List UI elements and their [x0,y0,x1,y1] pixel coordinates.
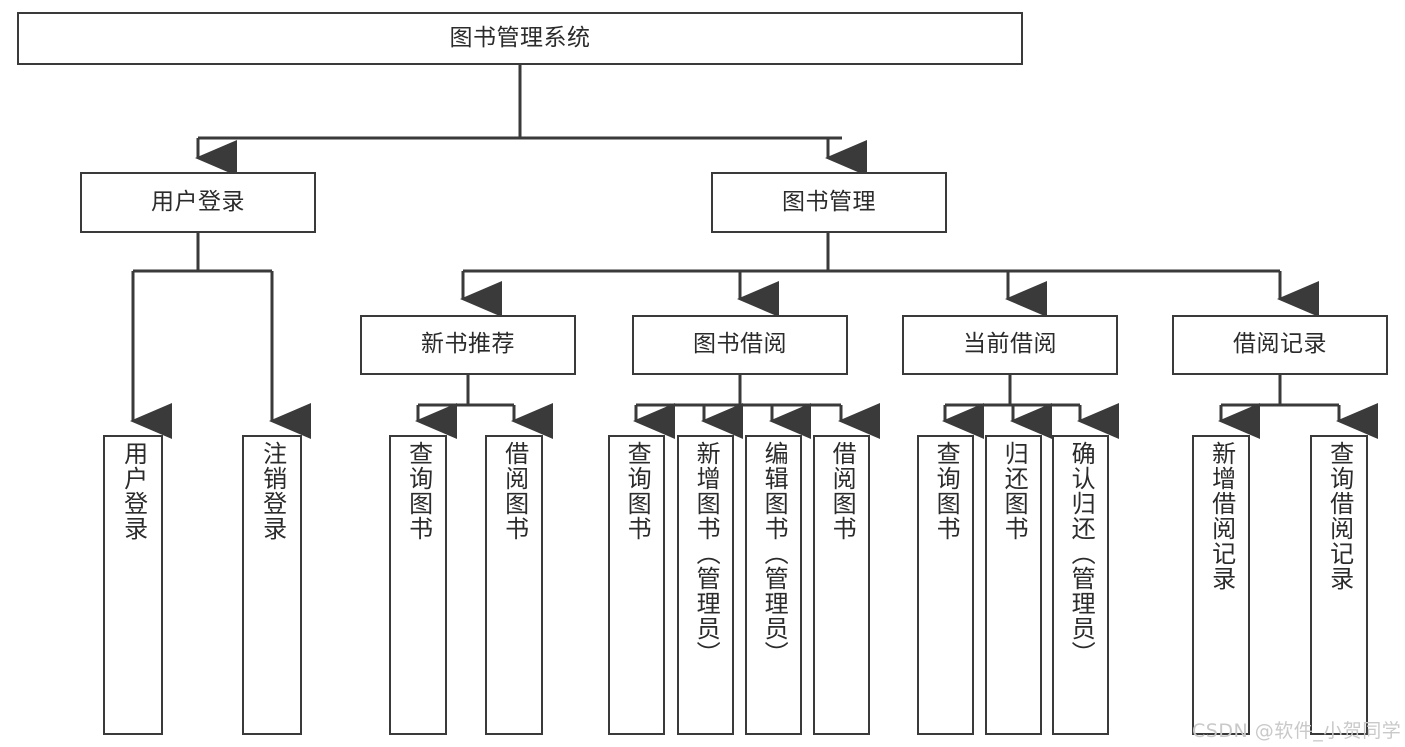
node-leaf-borrow-book-1[interactable]: 借阅图书 [485,435,543,735]
node-borrow-record-label: 借阅记录 [1233,331,1327,358]
watermark-csdn: CSDN @软件_小贺同学 [1192,720,1402,742]
node-leaf-edit-book-label: 编辑图书（管理员） [760,441,789,666]
node-leaf-return-book-label: 归还图书 [1000,441,1029,541]
node-book-borrow[interactable]: 图书借阅 [632,315,848,375]
node-leaf-query-book-3-label: 查询图书 [932,441,961,541]
node-leaf-query-book-1[interactable]: 查询图书 [389,435,447,735]
node-leaf-query-record[interactable]: 查询借阅记录 [1310,435,1368,735]
node-leaf-edit-book[interactable]: 编辑图书（管理员） [745,435,802,735]
node-leaf-add-book-label: 新增图书（管理员） [692,441,721,666]
node-user-login[interactable]: 用户登录 [80,172,316,233]
node-current-borrow[interactable]: 当前借阅 [902,315,1118,375]
node-book-borrow-label: 图书借阅 [693,331,787,358]
node-leaf-logout-label: 注销登录 [258,441,287,541]
node-root[interactable]: 图书管理系统 [17,12,1023,65]
node-leaf-return-book[interactable]: 归还图书 [985,435,1042,735]
node-leaf-logout[interactable]: 注销登录 [242,435,302,735]
node-user-login-label: 用户登录 [151,188,245,215]
node-leaf-confirm-return-label: 确认归还（管理员） [1067,441,1096,666]
node-leaf-query-record-label: 查询借阅记录 [1325,441,1354,591]
node-new-book-recommend[interactable]: 新书推荐 [360,315,576,375]
node-book-management-label: 图书管理 [782,188,876,215]
node-leaf-add-record-label: 新增借阅记录 [1207,441,1236,591]
node-new-book-recommend-label: 新书推荐 [421,331,515,358]
node-leaf-borrow-book-1-label: 借阅图书 [500,441,529,541]
node-leaf-borrow-book-2[interactable]: 借阅图书 [813,435,870,735]
node-leaf-add-book[interactable]: 新增图书（管理员） [677,435,734,735]
node-leaf-add-record[interactable]: 新增借阅记录 [1192,435,1250,735]
node-borrow-record[interactable]: 借阅记录 [1172,315,1388,375]
node-leaf-query-book-2[interactable]: 查询图书 [608,435,665,735]
node-leaf-query-book-1-label: 查询图书 [404,441,433,541]
node-leaf-query-book-3[interactable]: 查询图书 [917,435,974,735]
node-leaf-user-login-label: 用户登录 [119,441,148,541]
node-root-label: 图书管理系统 [449,24,591,51]
node-leaf-confirm-return[interactable]: 确认归还（管理员） [1052,435,1109,735]
node-current-borrow-label: 当前借阅 [963,331,1057,358]
node-leaf-user-login[interactable]: 用户登录 [103,435,163,735]
node-book-management[interactable]: 图书管理 [711,172,947,233]
node-leaf-query-book-2-label: 查询图书 [623,441,652,541]
node-leaf-borrow-book-2-label: 借阅图书 [828,441,857,541]
